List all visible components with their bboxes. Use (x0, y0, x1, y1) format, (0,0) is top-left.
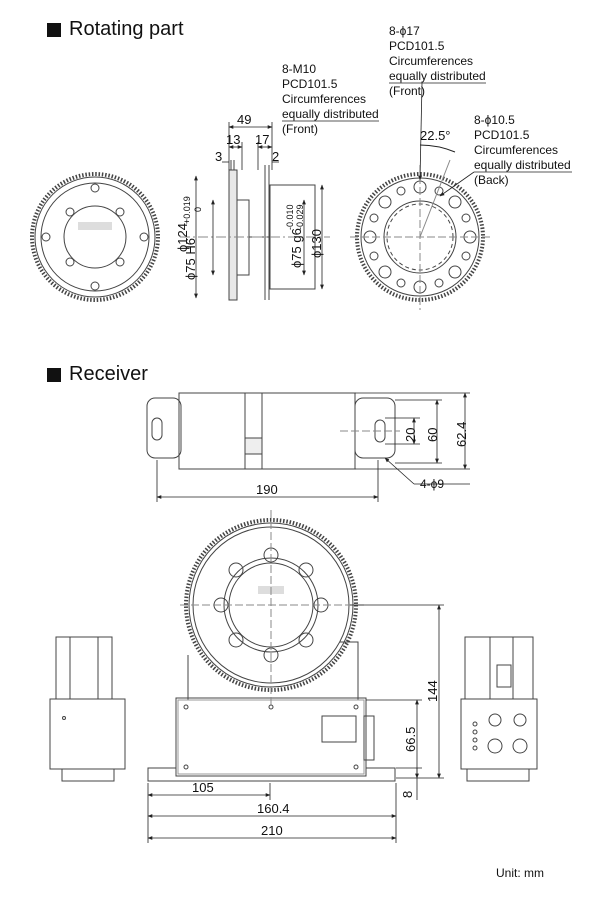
dim-105: 105 (192, 780, 214, 795)
dim-66-5: 66.5 (403, 726, 418, 752)
section-heading-rotating-part: Rotating part (47, 18, 184, 41)
note-8-m10: 8-M10 PCD101.5 Circumferences equally di… (282, 62, 379, 136)
tol-h6-lower: 0 (193, 206, 203, 212)
note-4-phi9: 4-ϕ9 (420, 477, 445, 491)
dim-20: 20 (403, 427, 418, 442)
receiver-left-side-view (49, 636, 126, 782)
dim-angle-22-5: 22.5° (420, 128, 451, 143)
dim-160-4: 160.4 (257, 801, 290, 816)
tol-g6-upper: -0.010 (285, 204, 295, 230)
section-title: Receiver (69, 363, 148, 385)
square-bullet-icon (47, 22, 61, 37)
rotating-front-view (30, 172, 160, 302)
dim-144: 144 (425, 680, 440, 702)
receiver-front-view (147, 510, 396, 782)
dim-3: 3 (215, 149, 223, 164)
dim-phi75-h6: ϕ75 H6 (183, 238, 198, 280)
dim-210: 210 (261, 823, 283, 838)
section-title: Rotating part (69, 18, 184, 40)
dim-8: 8 (400, 790, 415, 798)
receiver-right-side-view (460, 636, 538, 782)
dim-17: 17 (255, 132, 270, 147)
dim-phi130: ϕ130 (309, 229, 324, 258)
note-8-phi17: 8-ϕ17 PCD101.5 Circumferences equally di… (389, 24, 486, 98)
unit-label: Unit: mm (496, 866, 544, 880)
dim-13: 13 (226, 132, 241, 147)
dim-phi75-g6: ϕ75 g6 (289, 228, 304, 268)
dim-62-4: 62.4 (454, 421, 469, 447)
note-8-phi10-5: 8-ϕ10.5 PCD101.5 Circumferences equally … (474, 113, 571, 187)
dim-49: 49 (237, 112, 252, 127)
square-bullet-icon (47, 367, 61, 382)
dim-60: 60 (425, 427, 440, 442)
tol-g6-lower: -0.029 (295, 204, 305, 230)
rotating-side-view (180, 160, 330, 301)
receiver-top-view (146, 392, 400, 470)
dim-190: 190 (256, 482, 278, 497)
dim-2: 2 (272, 149, 280, 164)
section-heading-receiver: Receiver (47, 363, 148, 386)
tol-h6-upper: +0.019 (182, 196, 192, 224)
